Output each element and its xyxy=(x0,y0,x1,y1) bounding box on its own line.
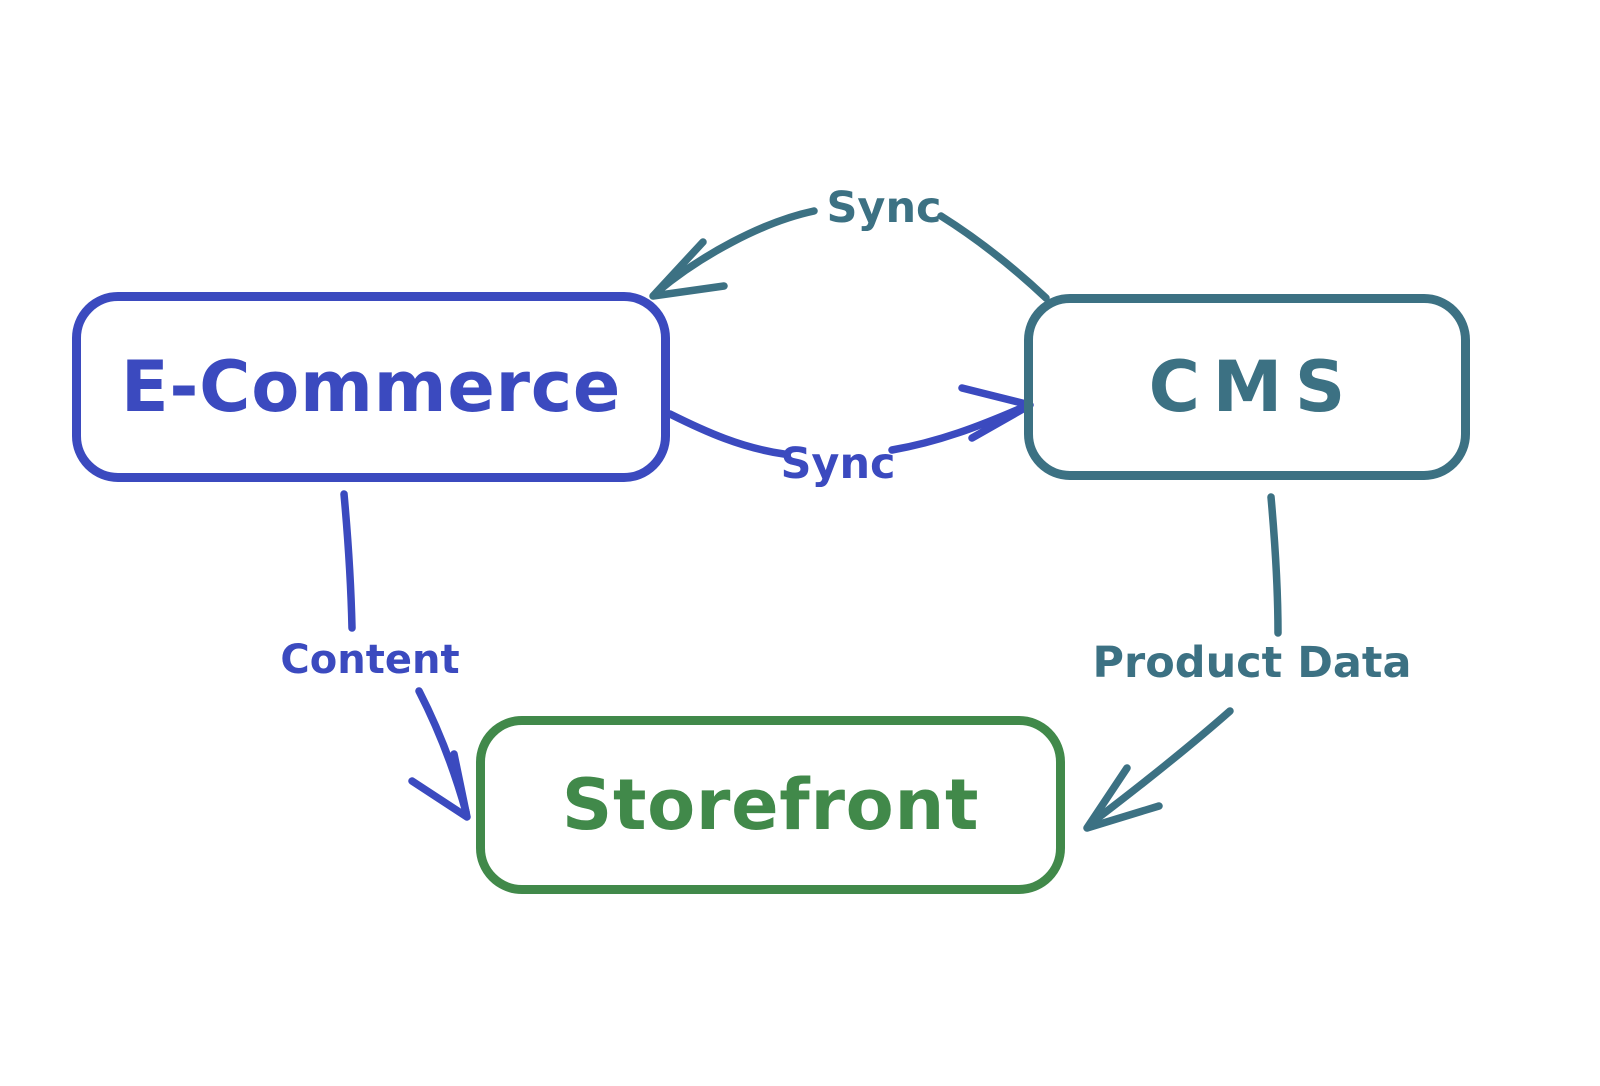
arrow-content-arrowhead xyxy=(408,750,471,821)
arrow-product-data-arrowhead xyxy=(1083,764,1163,832)
edge-label-sync-middle: Sync xyxy=(780,439,896,489)
node-storefront-label: Storefront xyxy=(561,764,980,846)
arrow-sync-middle-segment-right xyxy=(888,402,1030,454)
node-ecommerce: E-Commerce xyxy=(72,292,670,482)
node-cms: CMS xyxy=(1024,294,1470,480)
arrow-product-data-segment-vertical xyxy=(1267,493,1282,637)
arrow-sync-top-segment-right xyxy=(937,212,1050,302)
edge-label-product-data: Product Data xyxy=(1092,638,1412,688)
arrow-sync-top-segment-left xyxy=(653,207,818,296)
node-storefront: Storefront xyxy=(476,716,1065,894)
edge-label-content: Content xyxy=(280,637,460,683)
edge-label-sync-top: Sync xyxy=(826,183,942,233)
arrow-product-data-segment-diagonal xyxy=(1090,707,1234,825)
node-cms-label: CMS xyxy=(1148,346,1358,428)
arrow-sync-middle-segment-left xyxy=(666,410,788,458)
arrow-content-segment-vertical xyxy=(340,490,356,632)
arrow-sync-top-arrowhead xyxy=(649,238,728,300)
node-ecommerce-label: E-Commerce xyxy=(120,346,622,428)
